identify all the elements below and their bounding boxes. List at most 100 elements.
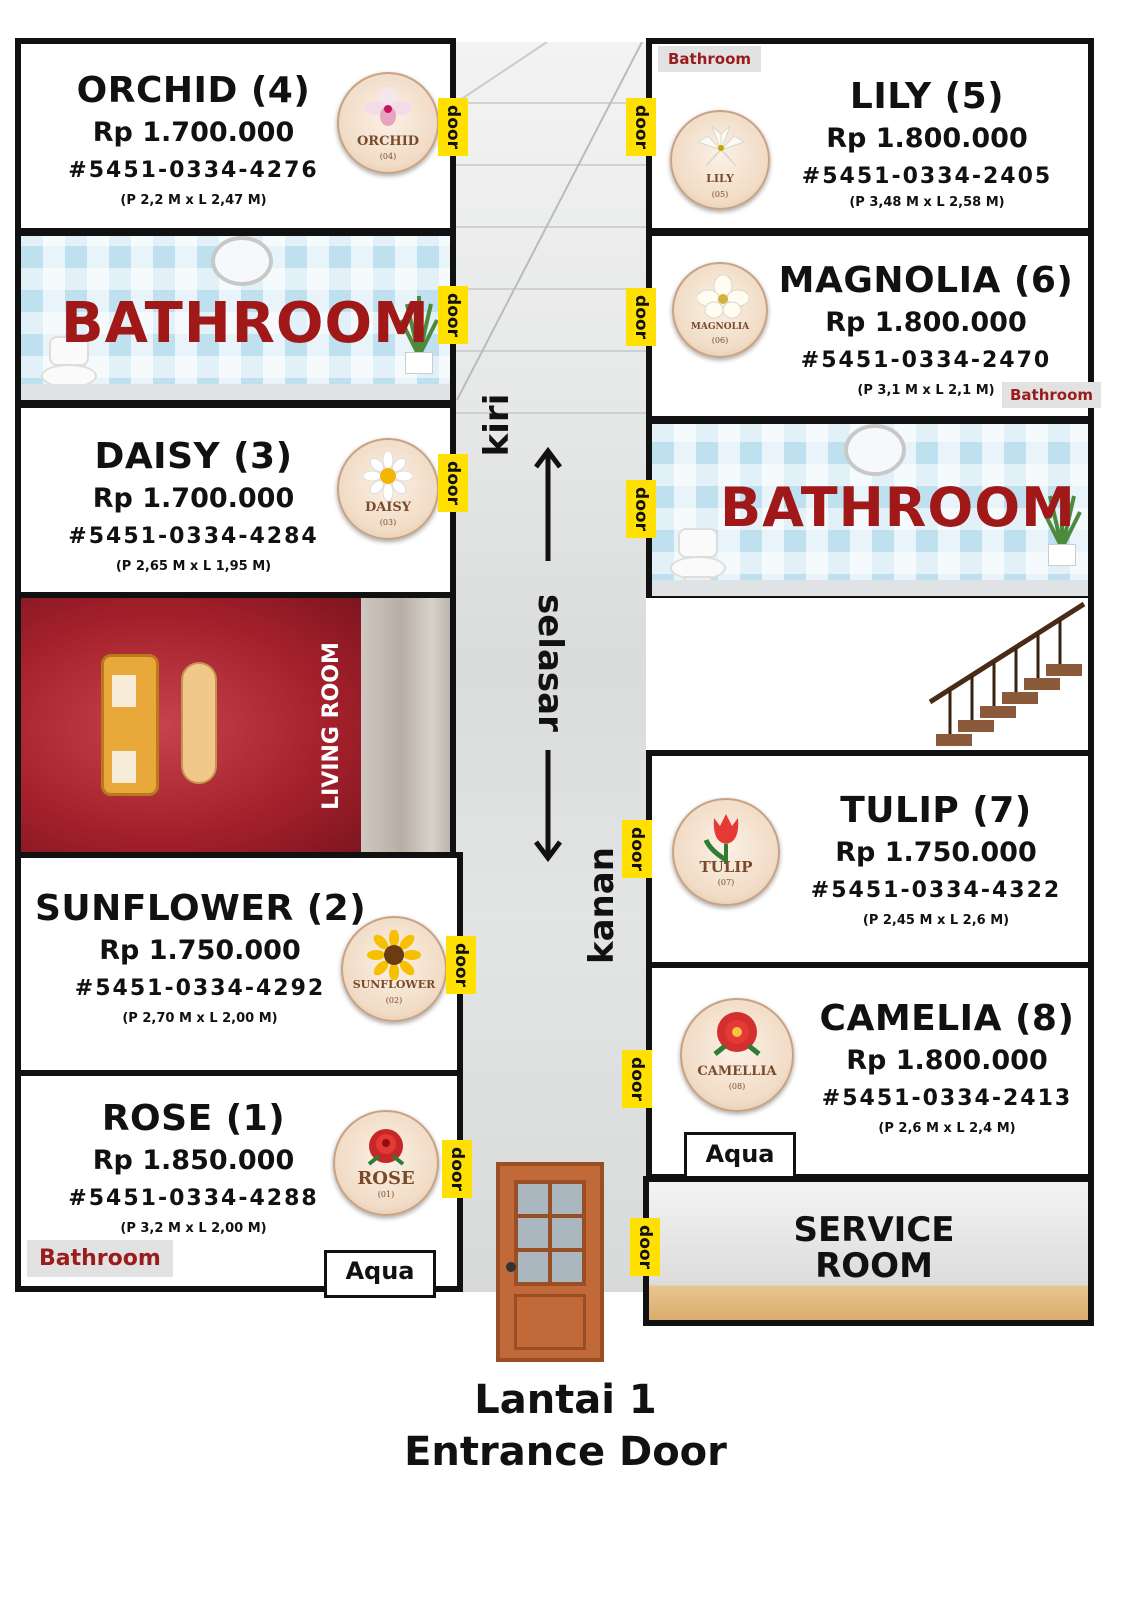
room-camelia: CAMELLIA (08) CAMELIA (8) Rp 1.800.000 #… [646,962,1094,1182]
room-size: (P 2,45 M x L 2,6 M) [862,913,1010,928]
tulip-badge: TULIP (07) [672,798,780,906]
staircase-icon [928,601,1086,746]
rose-flower-icon [367,1129,405,1166]
room-size: (P 3,2 M x L 2,00 M) [120,1221,267,1236]
room-rose: ROSE (1) Rp 1.850.000 #5451-0334-4288 (P… [15,1070,463,1298]
badge-name: LILY [706,172,734,185]
badge-name: SUNFLOWER [352,978,436,991]
room-name: SUNFLOWER (2) [35,888,367,929]
room-account: #5451-0334-4276 [68,158,319,183]
door-camelia[interactable]: door [622,1050,652,1108]
room-tulip: TULIP (07) TULIP (7) Rp 1.750.000 #5451-… [646,750,1094,968]
room-name: ORCHID (4) [76,70,311,111]
room-price: Rp 1.850.000 [92,1145,295,1176]
rose-badge: ROSE (01) [333,1110,439,1216]
badge-number: (03) [379,518,397,527]
door-orchid[interactable]: door [438,98,468,156]
door-rose[interactable]: door [442,1140,472,1198]
living-room: LIVING ROOM [15,598,456,854]
badge-number: (06) [711,336,729,345]
arrow-down-icon [534,750,562,863]
magnolia-badge: MAGNOLIA (06) [672,262,768,358]
corridor-label: selasar [530,594,570,732]
floor-title: Lantai 1 [474,1377,657,1423]
room-account: #5451-0334-2470 [800,348,1052,373]
badge-name: TULIP [699,858,753,876]
lily-badge: LILY (05) [670,110,770,210]
room-account: #5451-0334-4292 [74,976,326,1001]
service-room-label-2: ROOM [815,1246,933,1286]
camellia-flower-icon [713,1012,761,1056]
daisy-flower-icon [363,452,413,500]
room-name: TULIP (7) [840,790,1032,831]
room-account: #5451-0334-4322 [810,878,1062,903]
room-name: ROSE (1) [101,1098,286,1139]
plant-icon [399,296,439,396]
room-magnolia: MAGNOLIA (06) MAGNOLIA (6) Rp 1.800.000 … [646,230,1102,422]
lily-flower-icon [696,125,746,167]
room-size: (P 2,2 M x L 2,47 M) [120,193,267,208]
daisy-badge: DAISY (03) [337,438,439,540]
sunflower-flower-icon [367,930,421,980]
aqua-label: Aqua [684,1132,796,1182]
sunflower-badge: SUNFLOWER (02) [341,916,447,1022]
door-daisy[interactable]: door [438,454,468,512]
room-size: (P 3,1 M x L 2,1 M) [857,383,995,398]
room-price: Rp 1.800.000 [826,123,1028,154]
badge-number: (05) [711,190,729,199]
badge-name: ROSE [357,1168,415,1189]
room-size: (P 3,48 M x L 2,58 M) [849,195,1005,210]
tulip-flower-icon [703,814,739,864]
room-name: MAGNOLIA (6) [778,260,1074,301]
room-name: LILY (5) [849,76,1005,117]
corridor-left-label: kiri [477,393,517,457]
bathroom-tag: Bathroom [27,1240,173,1277]
door-lily[interactable]: door [626,98,656,156]
door-sunflower[interactable]: door [446,936,476,994]
mirror-icon [211,236,273,286]
room-account: #5451-0334-4288 [68,1186,319,1211]
room-orchid: ORCHID (4) Rp 1.700.000 #5451-0334-4276 … [15,38,456,234]
room-price: Rp 1.750.000 [835,837,1037,868]
bathroom-tag: Bathroom [1002,382,1102,408]
badge-name: CAMELLIA [697,1064,777,1079]
room-price: Rp 1.800.000 [846,1045,1048,1076]
room-size: (P 2,6 M x L 2,4 M) [878,1121,1016,1136]
bathroom-right: BATHROOM [646,418,1094,602]
room-name: CAMELIA (8) [819,998,1075,1039]
door-bathroom-left[interactable]: door [438,286,468,344]
entrance-title: Entrance Door [404,1429,727,1475]
entrance-door-icon[interactable] [496,1162,604,1362]
orchid-badge: ORCHID (04) [337,72,439,174]
bathroom-label: BATHROOM [720,476,1076,539]
door-magnolia[interactable]: door [626,288,656,346]
arrow-up-icon [534,446,562,561]
orchid-flower-icon [364,87,412,126]
room-price: Rp 1.750.000 [99,935,301,966]
camelia-badge: CAMELLIA (08) [680,998,794,1112]
room-account: #5451-0334-2405 [801,164,1053,189]
badge-number: (01) [377,1190,395,1199]
table-icon [181,662,217,784]
door-tulip[interactable]: door [622,820,652,878]
room-price: Rp 1.700.000 [92,483,295,514]
badge-number: (02) [385,996,403,1005]
door-service-room[interactable]: door [630,1218,660,1276]
bathroom-label: BATHROOM [61,291,430,356]
sofa-icon [101,654,159,796]
mirror-icon [844,424,906,476]
badge-number: (07) [717,878,735,887]
room-lily: Bathroom LILY (05) LILY (5) Rp 1.800.000… [646,38,1094,234]
badge-number: (04) [379,152,397,161]
aqua-label: Aqua [324,1250,436,1298]
room-account: #5451-0334-4284 [68,524,319,549]
corridor-diagonal [456,42,643,401]
plant-icon [1042,488,1082,588]
room-account: #5451-0334-2413 [821,1086,1073,1111]
room-size: (P 2,65 M x L 1,95 M) [115,559,272,574]
badge-name: DAISY [364,500,412,515]
magnolia-flower-icon [698,276,748,319]
room-sunflower: SUNFLOWER (2) Rp 1.750.000 #5451-0334-42… [15,852,463,1076]
door-bathroom-right[interactable]: door [626,480,656,538]
corridor-right-label: kanan [582,847,622,964]
